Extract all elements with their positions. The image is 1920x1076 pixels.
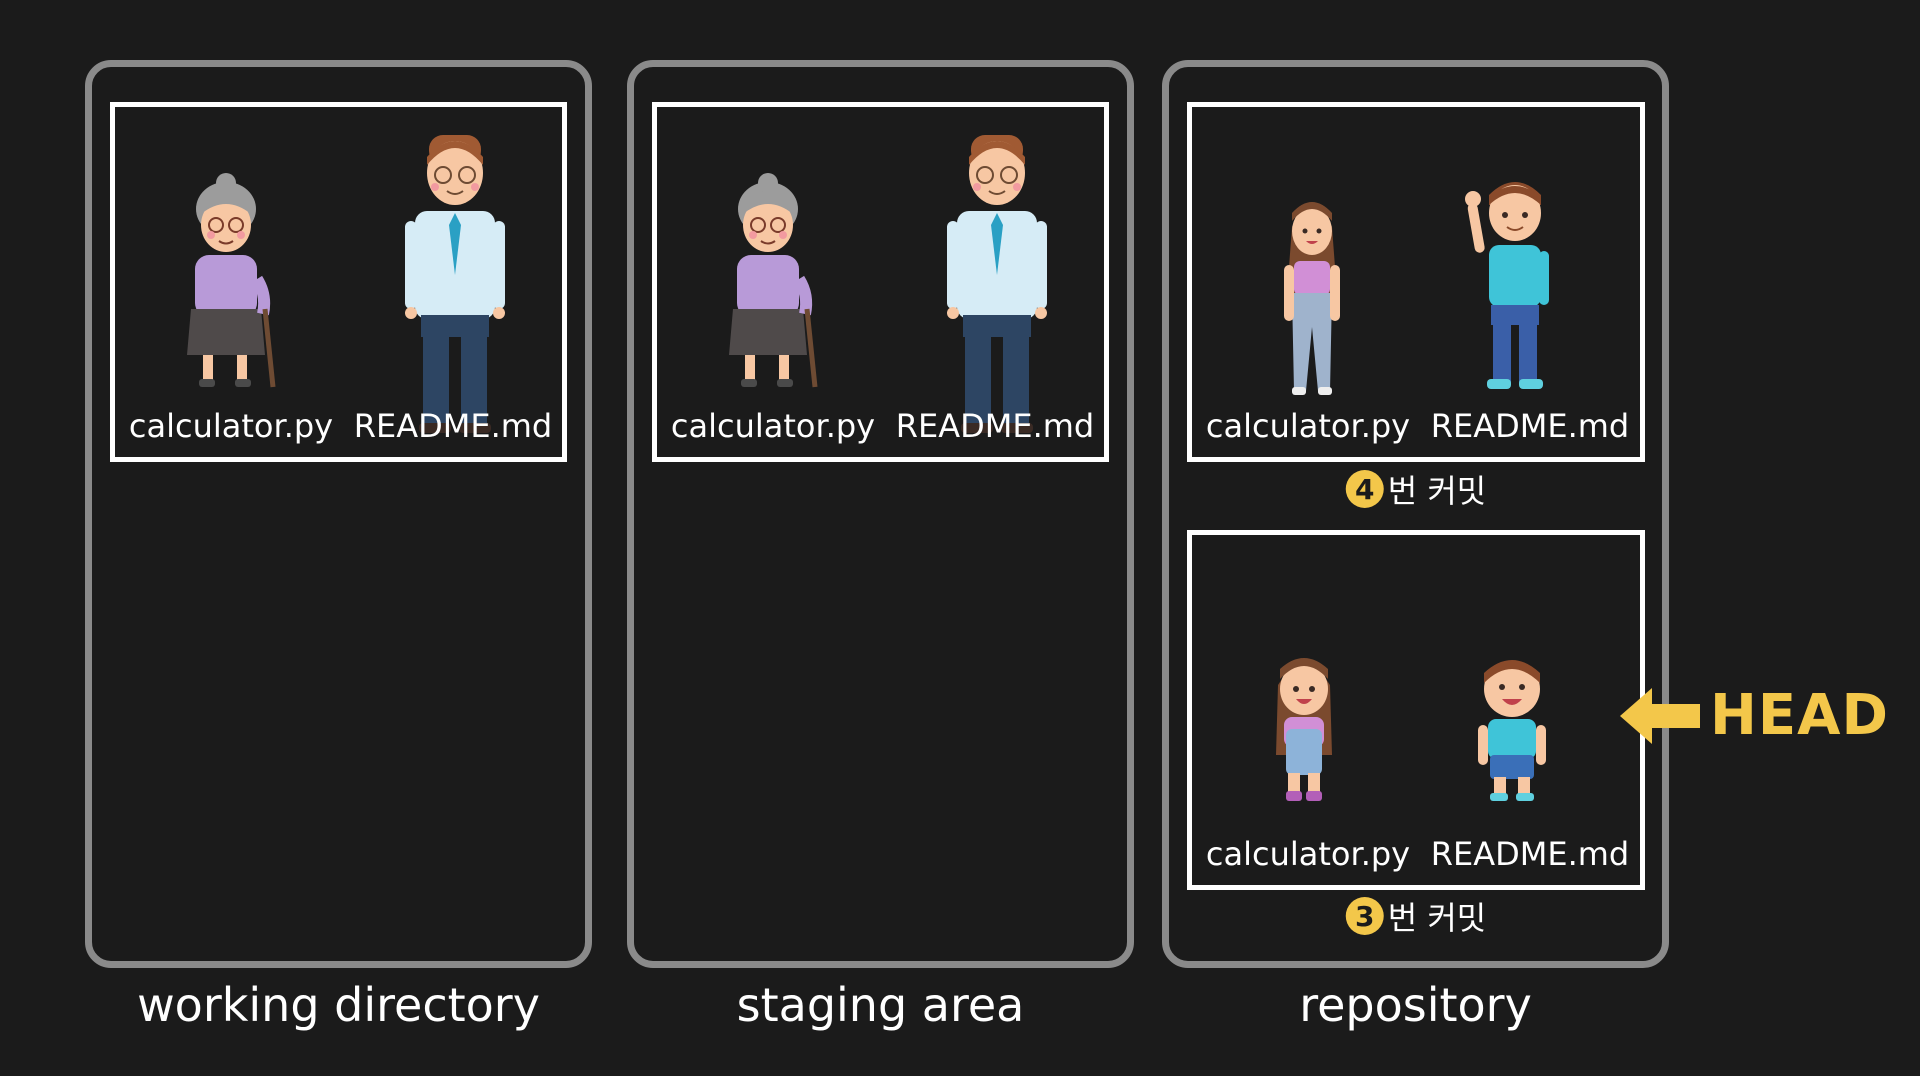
commit-4-label: 4 번 커밋 [1345, 466, 1487, 512]
file-label-calculator: calculator.py [1205, 407, 1411, 445]
repository-area [1162, 60, 1669, 968]
file-label-calculator: calculator.py [1205, 835, 1411, 873]
head-pointer: HEAD [1620, 683, 1889, 748]
staging-area-snapshot: calculator.py README.md [652, 102, 1109, 462]
girl-figure [1276, 658, 1332, 801]
working-directory-label: working directory [137, 978, 540, 1032]
arrow-left-icon [1620, 687, 1700, 744]
grandpa-figure [404, 134, 506, 434]
staging-area-label: staging area [736, 978, 1025, 1032]
file-label-calculator: calculator.py [128, 407, 334, 445]
head-label: HEAD [1710, 683, 1889, 748]
grandpa-figure [946, 134, 1048, 434]
commit-number-badge: 3 [1345, 897, 1384, 935]
working-directory-snapshot: calculator.py README.md [110, 102, 567, 462]
staging-area [627, 60, 1134, 968]
commit-text: 번 커밋 [1387, 899, 1487, 937]
commit-3-label: 3 번 커밋 [1345, 893, 1487, 939]
commit-number-badge: 4 [1345, 470, 1384, 508]
working-directory-area [85, 60, 592, 968]
grandma-figure [723, 169, 823, 399]
file-label-readme: README.md [895, 407, 1095, 445]
woman-figure [1284, 202, 1340, 395]
grandma-figure [181, 169, 281, 399]
commit-4-snapshot: calculator.py README.md [1187, 102, 1645, 462]
commit-text: 번 커밋 [1387, 472, 1487, 510]
file-label-readme: README.md [353, 407, 553, 445]
file-label-readme: README.md [1430, 407, 1630, 445]
man-figure [1465, 181, 1550, 390]
commit-3-snapshot: calculator.py README.md [1187, 530, 1645, 890]
repository-label: repository [1299, 978, 1532, 1032]
boy-figure [1478, 660, 1546, 801]
file-label-calculator: calculator.py [670, 407, 876, 445]
file-label-readme: README.md [1430, 835, 1630, 873]
